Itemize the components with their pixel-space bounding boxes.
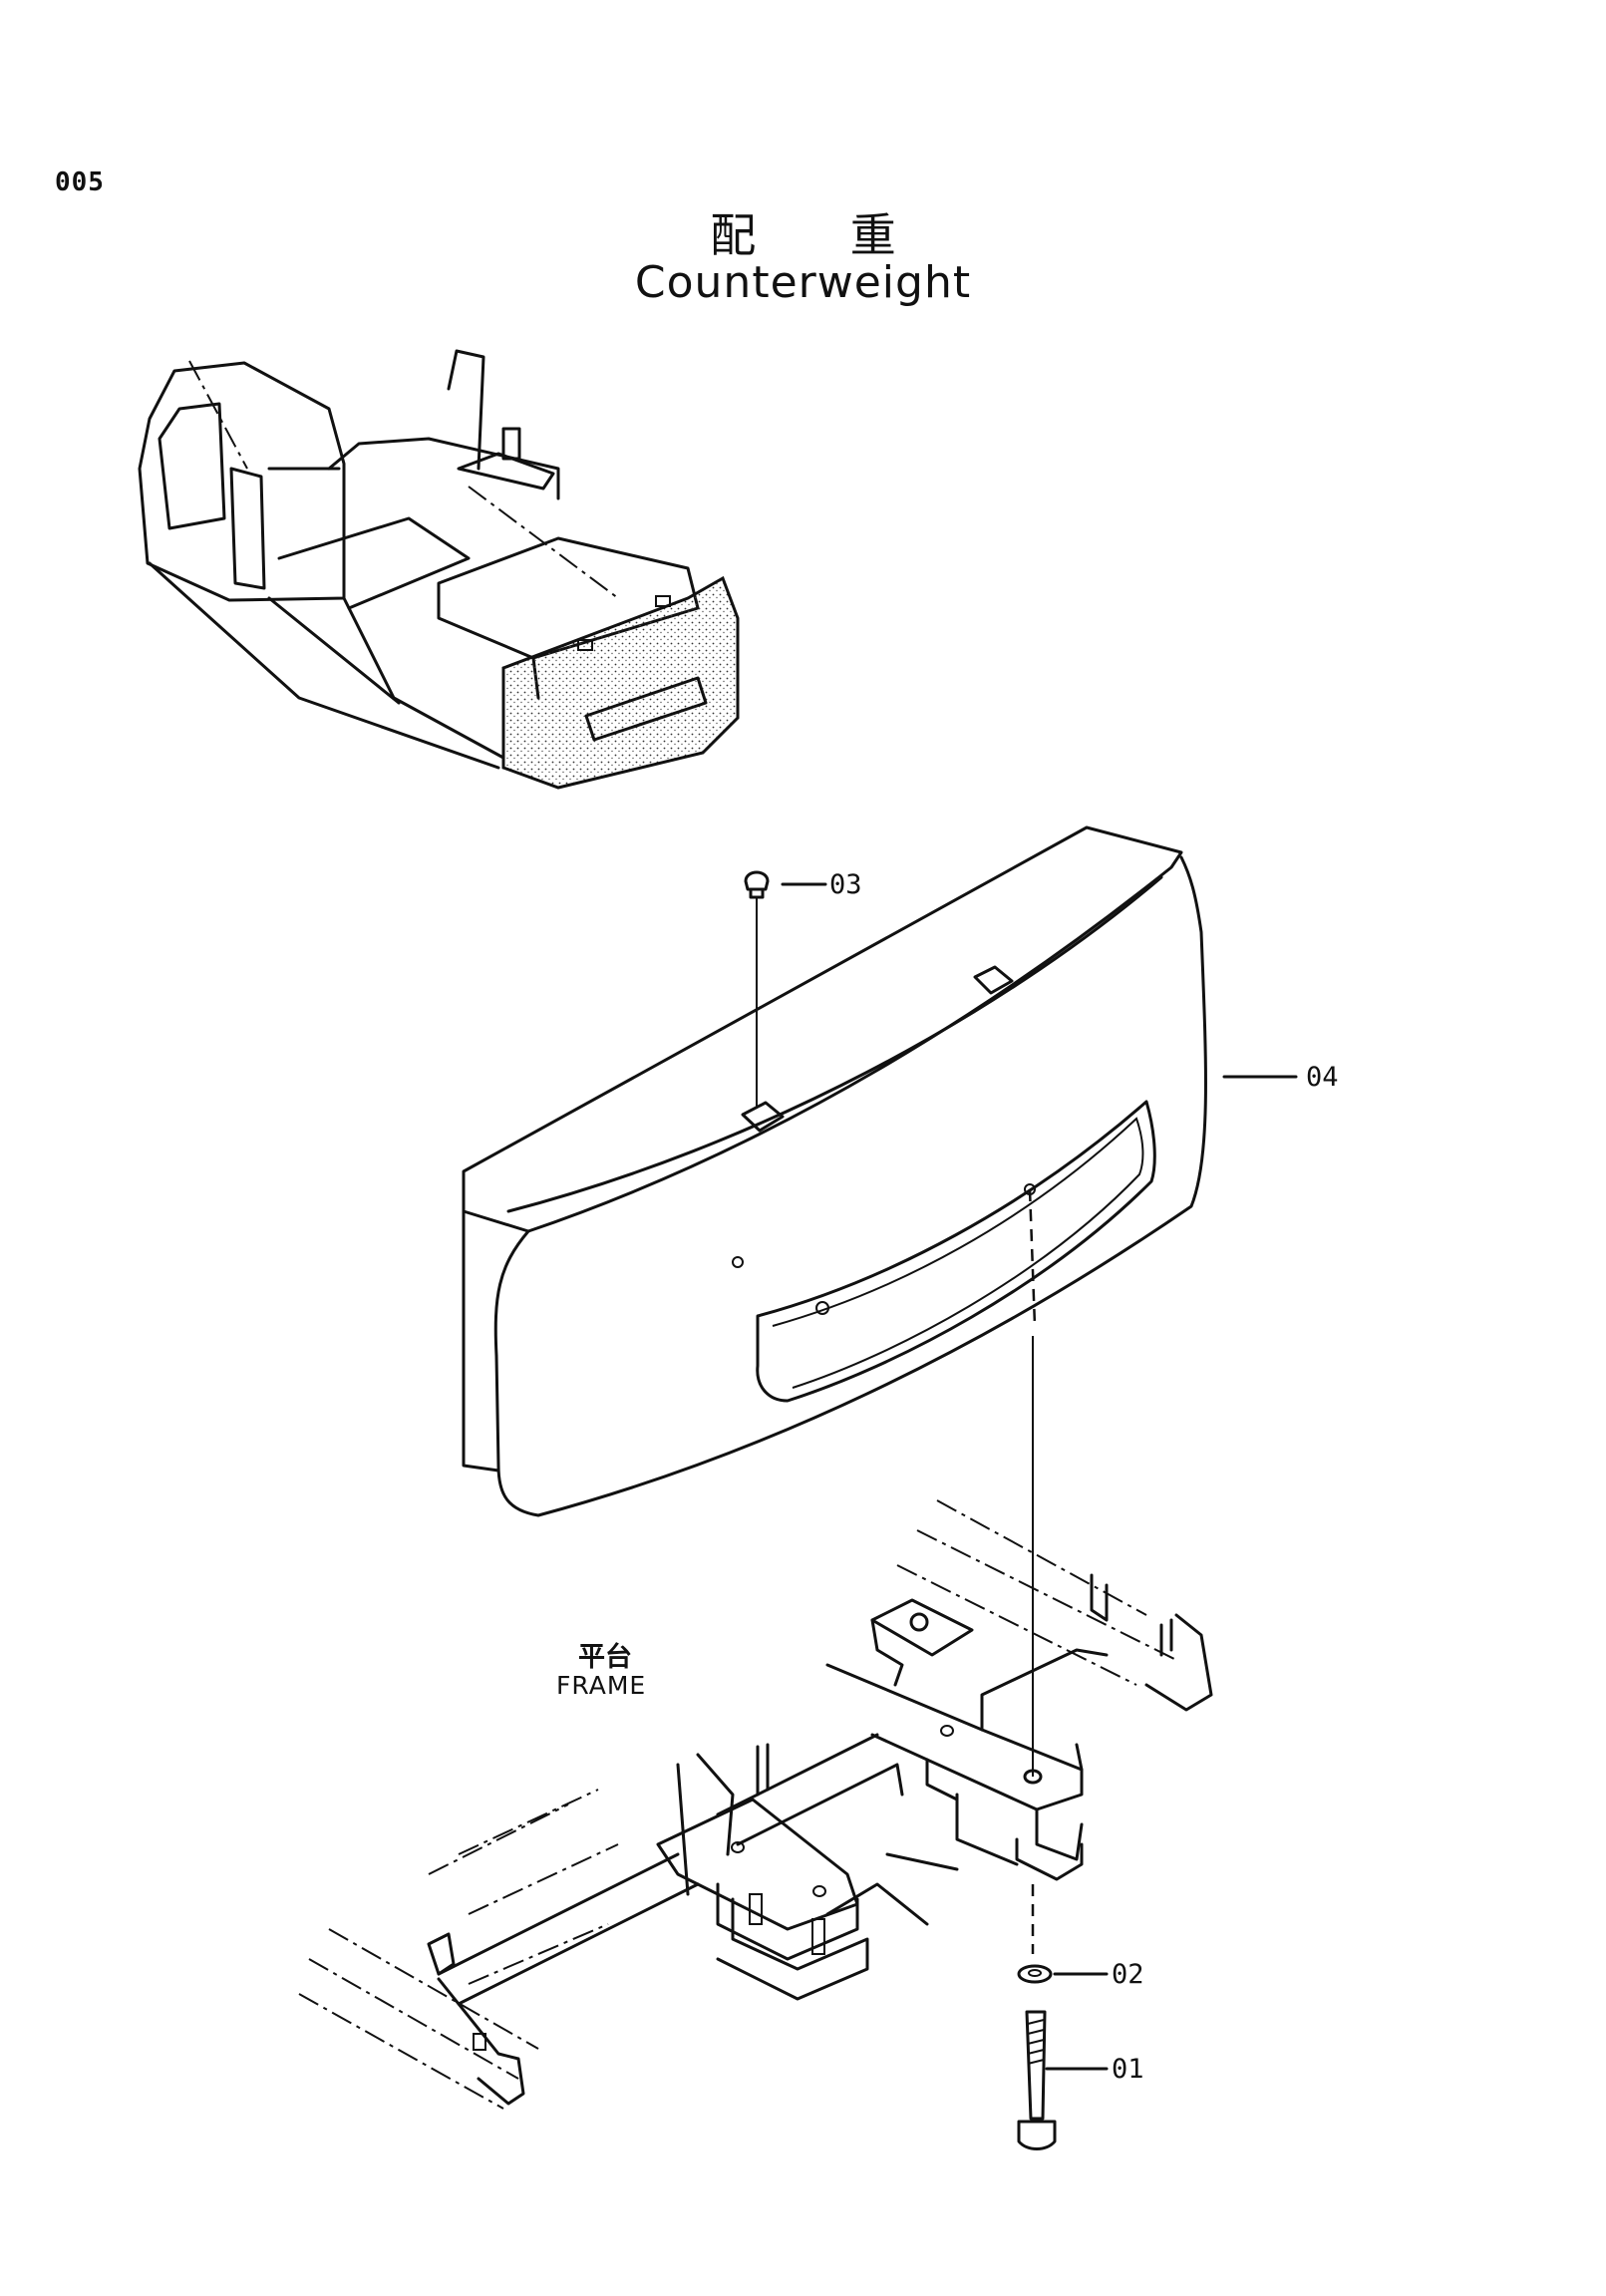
washer-part-02 xyxy=(1017,1964,1109,1984)
callout-02: 02 xyxy=(1112,1959,1144,1990)
frame-illustration xyxy=(298,1499,1213,2110)
callout-01: 01 xyxy=(1112,2054,1144,2085)
machine-overview-illustration xyxy=(138,349,740,790)
page-code: 005 xyxy=(55,167,105,197)
frame-label-en: FRAME xyxy=(556,1671,647,1700)
plug-part-03 xyxy=(744,870,827,1109)
counterweight-part-04 xyxy=(462,825,1207,1517)
callout-03: 03 xyxy=(829,869,862,900)
page-title-en: Counterweight xyxy=(634,257,972,308)
bolt-part-01 xyxy=(1017,2010,1109,2150)
callout-04: 04 xyxy=(1306,1062,1339,1093)
frame-label-jp: 平台 xyxy=(578,1642,632,1673)
page-title-jp: 配 重 xyxy=(710,208,936,262)
